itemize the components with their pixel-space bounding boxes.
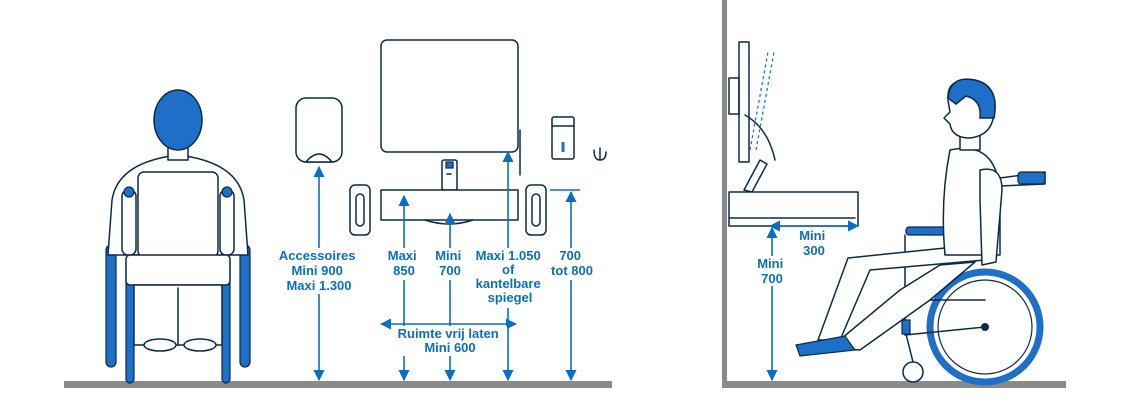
left-grab-bar — [349, 184, 371, 236]
knee-height-label: Mini 700 — [757, 256, 787, 286]
soap-dispenser — [551, 116, 575, 160]
washbasin-side-view — [728, 191, 859, 227]
free-space-label: Ruimte vrij laten Mini 600 — [398, 326, 503, 355]
right-grab-bar — [525, 184, 547, 236]
sink-min-height-label: Mini 700 — [435, 248, 465, 278]
grab-bar-height-label: 700 tot 800 — [551, 248, 593, 278]
side-floor — [722, 381, 1066, 388]
coat-hook — [593, 147, 607, 161]
faucet — [441, 159, 458, 191]
wheelchair-user-side-figure — [795, 78, 1046, 386]
wheelchair-user-front-figure — [105, 89, 251, 384]
faucet-side-view — [743, 159, 768, 193]
mirror — [380, 39, 519, 153]
sink-max-height-label: Maxi 850 — [388, 248, 421, 278]
mirror-height-label: Maxi 1.050 of kantelbare spiegel — [476, 248, 545, 305]
towel-dispenser — [295, 97, 343, 163]
mirror-side-view — [728, 41, 776, 163]
depth-label: Mini 300 — [799, 228, 829, 258]
front-floor — [64, 381, 612, 388]
accessories-height-label: Accessoires Mini 900 Maxi 1.300 — [279, 248, 359, 293]
side-wall — [722, 0, 727, 388]
